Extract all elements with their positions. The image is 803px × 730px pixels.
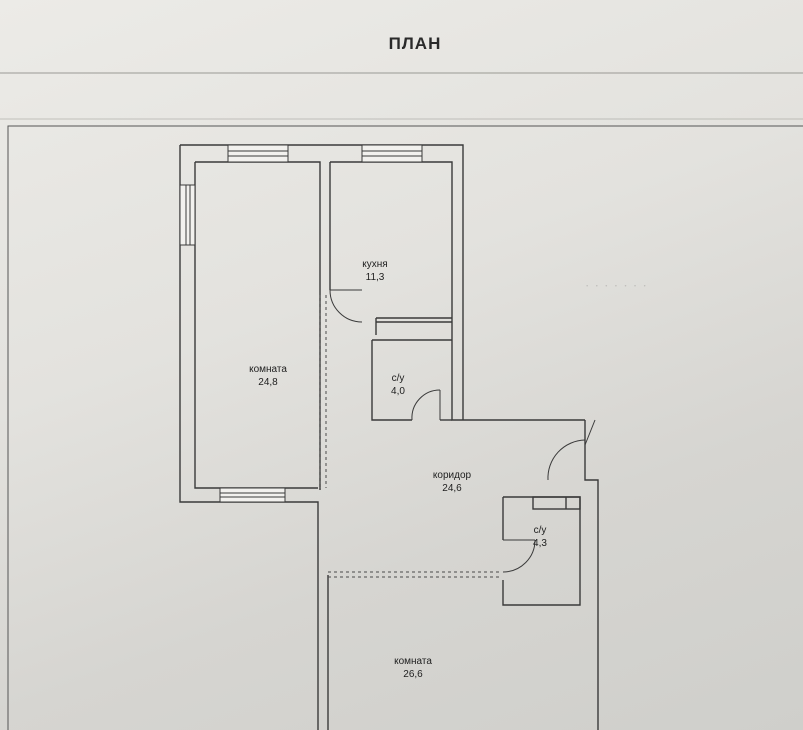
page-title: ПЛАН — [388, 34, 442, 53]
room-area: 4,0 — [391, 386, 405, 397]
faded-stamp-text: · · · · · · · — [585, 278, 648, 293]
doors — [329, 289, 596, 573]
room-area: 4,3 — [533, 538, 547, 549]
room-name: с/у — [391, 373, 405, 384]
room-label-room1: комната 24,8 — [233, 363, 303, 389]
room-name: комната — [394, 656, 432, 667]
paper-fold-line — [0, 118, 803, 120]
room-label-bath1: с/у 4,0 — [363, 372, 433, 398]
paper-fold-line — [0, 72, 803, 74]
room-area: 26,6 — [403, 669, 423, 680]
room-name: с/у — [533, 525, 547, 536]
room-name: кухня — [362, 259, 388, 270]
zone-boundaries — [319, 295, 500, 578]
room-name: коридор — [432, 470, 472, 481]
room-label-room2: комната 26,6 — [378, 655, 448, 681]
room-label-kitchen: кухня 11,3 — [340, 258, 410, 284]
walls — [179, 144, 599, 730]
room-label-bath2: с/у 4,3 — [505, 524, 575, 550]
room-area: 24,8 — [258, 377, 278, 388]
drawing-frame — [7, 125, 803, 730]
room-area: 11,3 — [365, 272, 385, 283]
room-label-corridor: коридор 24,6 — [417, 469, 487, 495]
room-area: 24,6 — [442, 483, 462, 494]
windows — [179, 144, 423, 503]
room-name: комната — [249, 364, 287, 375]
